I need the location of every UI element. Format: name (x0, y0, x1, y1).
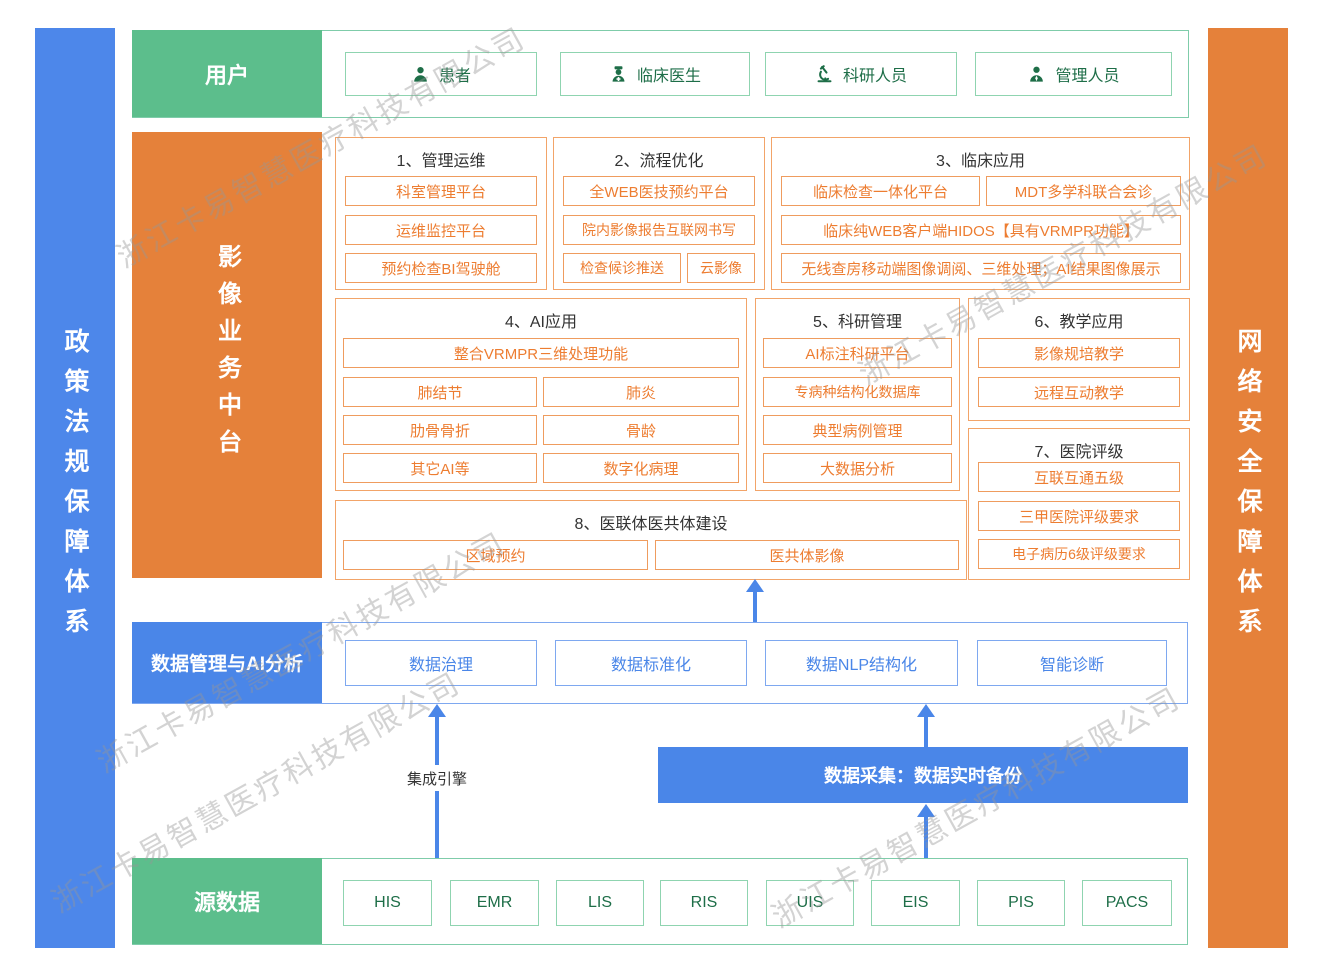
imaging-platform-label: 影像业务中台 (213, 244, 241, 466)
platform-item: MDT多学科联合会诊 (986, 176, 1181, 206)
source-system: EIS (871, 880, 960, 926)
arrow-up-source-to-collection-line (924, 816, 928, 858)
source-system: LIS (556, 880, 644, 926)
arrow-up-collection-to-mgmt (917, 704, 935, 717)
user-item-clinician: 临床医生 (560, 52, 750, 96)
platform-item: 预约检查BI驾驶舱 (345, 253, 537, 283)
platform-item: 大数据分析 (763, 453, 952, 483)
platform-item: 肺炎 (543, 377, 739, 407)
platform-item: 典型病例管理 (763, 415, 952, 445)
user-item-label: 临床医生 (636, 68, 701, 85)
platform-item: AI标注科研平台 (763, 338, 952, 368)
user-item-label: 管理人员 (1055, 68, 1120, 85)
platform-item: 运维监控平台 (345, 215, 537, 245)
group-title: 6、教学应用 (1034, 314, 1124, 331)
source-system: RIS (660, 880, 748, 926)
platform-item: 区域预约 (343, 540, 648, 570)
arrow-up-collection-to-mgmt-line (924, 716, 928, 747)
platform-item: 肋骨骨折 (343, 415, 537, 445)
platform-item: 科室管理平台 (345, 176, 537, 206)
platform-item: 骨龄 (543, 415, 739, 445)
platform-item: 院内影像报告互联网书写 (563, 215, 755, 245)
data-mgmt-item: 智能诊断 (977, 640, 1167, 686)
admin-icon (1027, 65, 1046, 84)
source-system: HIS (343, 880, 432, 926)
group-title: 7、医院评级 (1034, 444, 1124, 461)
arrow-up-source-to-collection (917, 804, 935, 817)
source-system: PACS (1082, 880, 1172, 926)
platform-item: 三甲医院评级要求 (978, 501, 1180, 531)
platform-item: 肺结节 (343, 377, 537, 407)
data-mgmt-item: 数据治理 (345, 640, 537, 686)
doctor-icon (609, 65, 628, 84)
group-title: 5、科研管理 (813, 314, 902, 331)
microscope-icon (815, 64, 834, 84)
user-item-label: 科研人员 (842, 68, 907, 85)
imaging-platform-label-panel: 影像业务中台 (132, 132, 322, 578)
source-system: UIS (766, 880, 854, 926)
platform-item: 临床纯WEB客户端HIDOS【具有VRMPR功能】 (781, 215, 1181, 245)
data-mgmt-item: 数据NLP结构化 (765, 640, 958, 686)
source-system: EMR (450, 880, 539, 926)
data-collection-box: 数据采集：数据实时备份 (658, 747, 1188, 803)
platform-item: 远程互动教学 (978, 377, 1180, 407)
platform-item: 影像规培教学 (978, 338, 1180, 368)
user-item-patient: 患者 (345, 52, 537, 96)
arrow-up-platform-line (753, 591, 757, 622)
source-system: PIS (977, 880, 1065, 926)
group-title: 3、临床应用 (936, 153, 1025, 170)
platform-item: 无线查房移动端图像调阅、三维处理；AI结果图像展示 (781, 253, 1181, 283)
platform-item: 电子病历6级评级要求 (978, 539, 1180, 569)
user-item-label: 患者 (438, 68, 471, 85)
group-title: 8、医联体医共体建设 (574, 516, 728, 533)
group-title: 2、流程优化 (614, 153, 704, 170)
group-title: 4、AI应用 (504, 314, 578, 331)
network-security-label: 网络安全保障体系 (1234, 328, 1262, 648)
data-mgmt-label: 数据管理与AI分析 (132, 622, 322, 703)
platform-item: 医共体影像 (655, 540, 959, 570)
platform-item: 互联互通五级 (978, 462, 1180, 492)
platform-item: 其它AI等 (343, 453, 537, 483)
patient-icon (411, 65, 430, 84)
network-security-bar: 网络安全保障体系 (1208, 28, 1288, 948)
source-data-label: 源数据 (132, 858, 322, 944)
platform-item: 临床检查一体化平台 (781, 176, 980, 206)
user-item-researcher: 科研人员 (765, 52, 957, 96)
arrow-up-engine (428, 704, 446, 717)
user-row-label: 用户 (132, 30, 322, 117)
integration-engine-label: 集成引擎 (397, 765, 477, 791)
platform-item: 云影像 (687, 253, 755, 283)
policy-regulation-bar: 政策法规保障体系 (35, 28, 115, 948)
arrow-up-platform (746, 579, 764, 592)
platform-item: 检查候诊推送 (563, 253, 681, 283)
group-title: 1、管理运维 (396, 153, 486, 170)
platform-item: 专病种结构化数据库 (763, 377, 952, 407)
policy-regulation-label: 政策法规保障体系 (61, 328, 89, 648)
platform-item: 数字化病理 (543, 453, 739, 483)
data-mgmt-item: 数据标准化 (555, 640, 747, 686)
user-item-admin: 管理人员 (975, 52, 1172, 96)
platform-item: 整合VRMPR三维处理功能 (343, 338, 739, 368)
platform-item: 全WEB医技预约平台 (563, 176, 755, 206)
